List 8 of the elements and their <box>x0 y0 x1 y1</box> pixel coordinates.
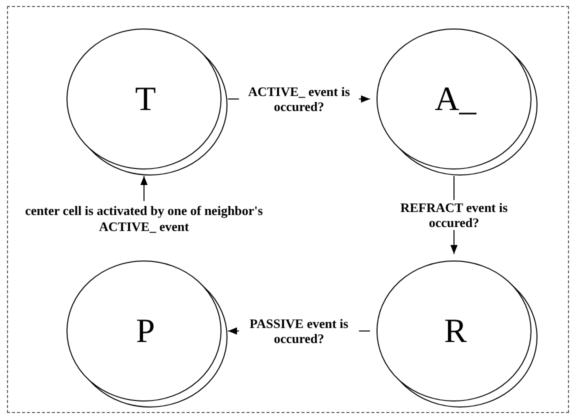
state-name: A_ <box>434 83 476 117</box>
edge-label: ACTIVE_ event is occured? <box>239 84 359 114</box>
edge-label: PASSIVE event is occured? <box>239 316 359 346</box>
state-name: R <box>444 315 467 349</box>
state-name: T <box>135 83 156 117</box>
state-name: P <box>136 315 155 349</box>
arrow <box>140 176 148 202</box>
note-text: center cell is activated by one of neighbor's ACTIVE_ event <box>19 203 269 237</box>
